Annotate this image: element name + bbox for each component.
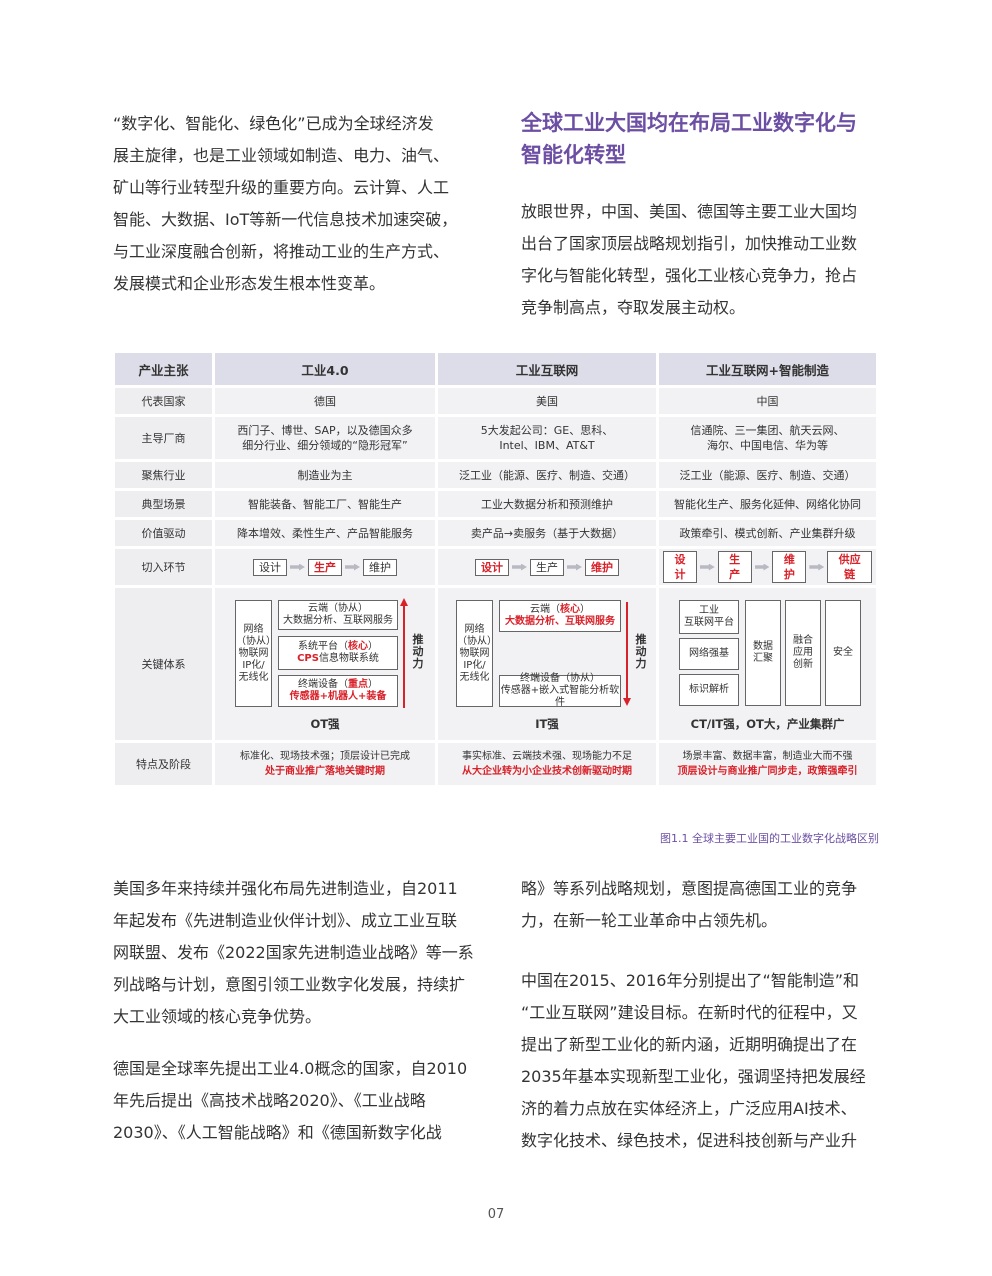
push-force-label: 推动力: [635, 633, 647, 670]
table-row: 特点及阶段 标准化、现场技术强；顶层设计已完成 处于商业推广落地关键时期 事实标…: [115, 743, 876, 785]
table-row: 价值驱动 降本增效、柔性生产、产品智能服务 卖产品→卖服务（基于大数据） 政策牵…: [115, 520, 876, 546]
section-heading: 全球工业大国均在布局工业数字化与 智能化转型: [521, 111, 857, 167]
table-cell: 事实标准、云端技术强、现场能力不足 从大企业转为小企业技术创新驱动时期: [438, 743, 656, 785]
germany-paragraph-continued: 略》等系列战略规划，意图提高德国工业的竞争 力，在新一轮工业革命中占领先机。: [521, 879, 858, 930]
table-cell: 西门子、博世、SAP，以及德国众多 细分行业、细分领域的“隐形冠军”: [215, 417, 435, 459]
germany-paragraph: 德国是全球率先提出工业4.0概念的国家，自2010 年先后提出《高技术战略202…: [113, 1059, 468, 1142]
process-steps: 设计 生产 维护: [219, 558, 431, 576]
platform-box: 系统平台（核心） CPS信息物联系统: [278, 636, 398, 670]
table-cell: 标准化、现场技术强；顶层设计已完成 处于商业推广落地关键时期: [215, 743, 435, 785]
row-label: 代表国家: [115, 388, 212, 414]
china-paragraph: 中国在2015、2016年分别提出了“智能制造”和 “工业互联网”建设目标。在新…: [521, 971, 866, 1150]
table-cell: 中国: [659, 388, 876, 414]
system-diagram-china: 工业 互联网平台 网络强基 标识解析 数据 汇聚 融合: [659, 588, 876, 740]
arrow-right-icon: [809, 563, 825, 571]
platform-box: 工业 互联网平台: [679, 600, 739, 634]
arrow-right-icon: [567, 563, 582, 571]
table-cell: 卖产品→卖服务（基于大数据）: [438, 520, 656, 546]
table-cell: 降本增效、柔性生产、产品智能服务: [215, 520, 435, 546]
header-cell: 工业互联网: [438, 353, 656, 385]
step-box-highlight: 供应链: [827, 551, 872, 583]
table-row: 典型场景 智能装备、智能工厂、智能生产 工业大数据分析和预测维护 智能化生产、服…: [115, 491, 876, 517]
cloud-box: 云端（核心） 大数据分析、互联网服务: [499, 600, 621, 632]
table-cell: 场景丰富、数据丰富，制造业大而不强 顶层设计与商业推广同步走，政策强牵引: [659, 743, 876, 785]
table-cell: 设计 生产 维护 供应链: [659, 549, 876, 585]
table-cell: 制造业为主: [215, 462, 435, 488]
step-box: 维护: [363, 558, 397, 576]
cloud-box: 云端（协从） 大数据分析、互联网服务: [278, 600, 398, 630]
table-cell: 5大发起公司：GE、思科、 Intel、IBM、AT&T: [438, 417, 656, 459]
system-diagram-industry40: 网络 （协从） 物联网 IP化/ 无线化 云端（协从） 大数据分析、互联网服务 …: [215, 588, 435, 740]
arrow-right-icon: [754, 563, 770, 571]
table-cell: 设计 生产 维护: [215, 549, 435, 585]
table-cell: 美国: [438, 388, 656, 414]
table-row: 聚焦行业 制造业为主 泛工业（能源、医疗、制造、交通） 泛工业（能源、医疗、制造…: [115, 462, 876, 488]
step-box: 生产: [530, 558, 564, 576]
process-steps: 设计 生产 维护: [442, 558, 652, 576]
step-box-highlight: 维护: [585, 558, 619, 576]
table-cell: 德国: [215, 388, 435, 414]
usa-paragraph: 美国多年来持续并强化布局先进制造业，自2011 年起发布《先进制造业伙伴计划》、…: [113, 879, 474, 1026]
network-box: 网络 （协从） 物联网 IP化/ 无线化: [456, 600, 497, 707]
row-label: 特点及阶段: [115, 743, 212, 785]
process-steps: 设计 生产 维护 供应链: [663, 551, 872, 583]
table-cell: 智能化生产、服务化延伸、网络化协同: [659, 491, 876, 517]
step-box: 设计: [253, 558, 287, 576]
terminal-box: 终端设备（重点） 传感器+机器人+装备: [278, 675, 398, 707]
table-row: 关键体系 网络 （协从） 物联网 IP化/ 无线化 云端（协从） 大数据分析、互…: [115, 588, 876, 740]
table-cell: 泛工业（能源、医疗、制造、交通）: [438, 462, 656, 488]
figure-caption: 图1.1 全球主要工业国的工业数字化战略区别: [660, 832, 879, 845]
header-cell: 产业主张: [115, 353, 212, 385]
table-cell: 工业大数据分析和预测维护: [438, 491, 656, 517]
row-label: 主导厂商: [115, 417, 212, 459]
arrow-right-icon: [699, 563, 715, 571]
identity-box: 标识解析: [679, 674, 739, 706]
system-diagram-industrial-internet: 网络 （协从） 物联网 IP化/ 无线化 云端（核心） 大数据分析、互联网服务 …: [438, 588, 656, 740]
arrow-right-icon: [512, 563, 527, 571]
strategy-comparison-table: 产业主张 工业4.0 工业互联网 工业互联网+智能制造 代表国家 德国 美国 中…: [112, 350, 879, 788]
data-box: 数据 汇聚: [745, 600, 781, 706]
system-summary: CT/IT强，OT大，产业集群广: [690, 717, 845, 731]
table-cell: 信通院、三一集团、航天云网、 海尔、中国电信、华为等: [659, 417, 876, 459]
table-row: 主导厂商 西门子、博世、SAP，以及德国众多 细分行业、细分领域的“隐形冠军” …: [115, 417, 876, 459]
table-cell: 泛工业（能源、医疗、制造、交通）: [659, 462, 876, 488]
arrow-shaft: [403, 604, 405, 708]
system-summary: IT强: [535, 717, 559, 731]
step-box-highlight: 生产: [308, 558, 342, 576]
row-label: 关键体系: [115, 588, 212, 740]
row-label: 切入环节: [115, 549, 212, 585]
section-paragraph: 放眼世界，中国、美国、德国等主要工业大国均 出台了国家顶层战略规划指引，加快推动…: [521, 202, 858, 317]
network-box: 网络 （协从） 物联网 IP化/ 无线化: [235, 600, 276, 707]
arrow-right-icon: [290, 563, 305, 571]
table-cell: 智能装备、智能工厂、智能生产: [215, 491, 435, 517]
arrow-shaft: [626, 602, 628, 700]
header-cell: 工业4.0: [215, 353, 435, 385]
arrow-up-icon: [400, 598, 408, 606]
table-cell: 政策牵引、模式创新、产业集群升级: [659, 520, 876, 546]
security-box: 安全: [825, 600, 861, 706]
arrow-down-icon: [623, 698, 631, 706]
step-box-highlight: 设计: [663, 551, 697, 583]
table-header-row: 产业主张 工业4.0 工业互联网 工业互联网+智能制造: [115, 353, 876, 385]
terminal-box: 终端设备（协从） 传感器+嵌入式智能分析软件: [499, 673, 621, 708]
arrow-right-icon: [345, 563, 360, 571]
step-box-highlight: 维护: [772, 551, 807, 583]
table-row: 切入环节 设计 生产 维护 设计 生产 维护: [115, 549, 876, 585]
page-number: 07: [487, 1207, 505, 1222]
table-cell: 设计 生产 维护: [438, 549, 656, 585]
step-box-highlight: 设计: [475, 558, 509, 576]
network-box: 网络强基: [679, 638, 739, 670]
row-label: 聚焦行业: [115, 462, 212, 488]
table-row: 代表国家 德国 美国 中国: [115, 388, 876, 414]
push-force-label: 推动力: [412, 633, 424, 670]
intro-paragraph: “数字化、智能化、绿色化”已成为全球经济发 展主旋律，也是工业领域如制造、电力、…: [113, 114, 458, 293]
header-cell: 工业互联网+智能制造: [659, 353, 876, 385]
fusion-box: 融合 应用 创新: [785, 600, 821, 706]
system-summary: OT强: [310, 717, 340, 731]
row-label: 价值驱动: [115, 520, 212, 546]
step-box-highlight: 生产: [717, 551, 752, 583]
row-label: 典型场景: [115, 491, 212, 517]
